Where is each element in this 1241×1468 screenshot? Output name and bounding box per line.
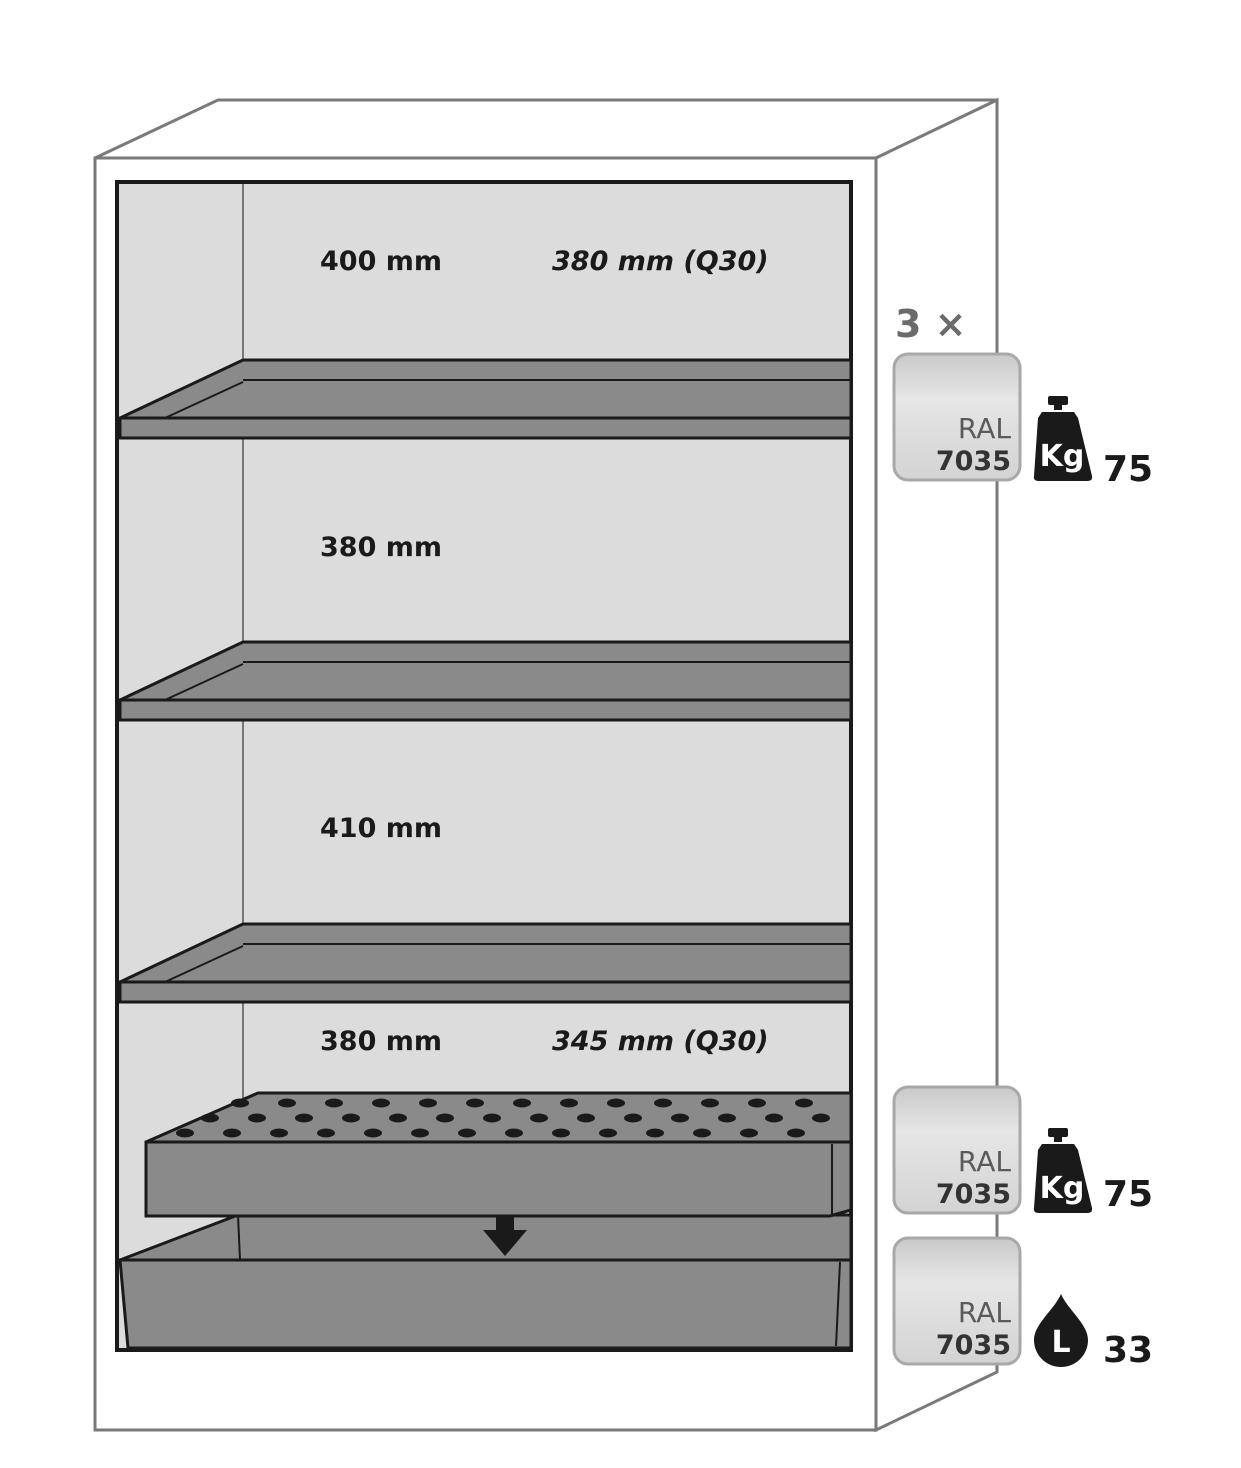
perforation-hole (231, 1098, 249, 1108)
insert-holes (176, 1098, 830, 1138)
shelf (118, 922, 853, 1004)
perforation-hole (483, 1113, 501, 1123)
perforation-hole (389, 1113, 407, 1123)
compartment-1-height-q30: 380 mm (Q30) (552, 246, 769, 277)
accessory-insert: RAL 7035 Kg 75 (892, 1085, 1153, 1215)
perforation-hole (624, 1113, 642, 1123)
perforation-hole (748, 1098, 766, 1108)
compartment-4-height-q30: 345 mm (Q30) (552, 1026, 769, 1057)
perforation-hole (513, 1098, 531, 1108)
bottom-sump (118, 1213, 853, 1350)
perforation-hole (505, 1128, 523, 1138)
accessory-sump: RAL 7035 L 33 (892, 1236, 1153, 1371)
perforation-hole (701, 1098, 719, 1108)
perforation-hole (552, 1128, 570, 1138)
ral-label: RAL (958, 412, 1011, 445)
perforation-hole (466, 1098, 484, 1108)
perforation-hole (693, 1128, 711, 1138)
sump-capacity-value: 33 (1103, 1330, 1153, 1371)
liquid-liter-label: L (1051, 1325, 1070, 1360)
weight-kg-label: Kg (1040, 439, 1085, 474)
load-capacity-value: 75 (1103, 1174, 1153, 1215)
perforation-hole (530, 1113, 548, 1123)
perforation-hole (436, 1113, 454, 1123)
perforation-hole (646, 1128, 664, 1138)
liquid-drop-icon: L (1034, 1294, 1088, 1367)
perforation-hole (560, 1098, 578, 1108)
ral-code: 7035 (936, 1179, 1011, 1210)
compartment-4-height: 380 mm (320, 1026, 442, 1057)
ral-label: RAL (958, 1296, 1011, 1329)
perforation-hole (787, 1128, 805, 1138)
ral-code: 7035 (936, 1330, 1011, 1361)
perforation-hole (599, 1128, 617, 1138)
compartment-3-height: 410 mm (320, 813, 442, 844)
perforation-hole (654, 1098, 672, 1108)
compartment-2-height: 380 mm (320, 532, 442, 563)
weight-kg-label: Kg (1040, 1171, 1085, 1206)
perforation-hole (419, 1098, 437, 1108)
compartment-1-height: 400 mm (320, 246, 442, 277)
perforation-hole (577, 1113, 595, 1123)
perforation-hole (342, 1113, 360, 1123)
perforation-hole (740, 1128, 758, 1138)
perforation-hole (278, 1098, 296, 1108)
perforation-hole (372, 1098, 390, 1108)
ral-swatch: RAL 7035 (892, 352, 1022, 482)
perforation-hole (411, 1128, 429, 1138)
perforated-insert (144, 1091, 853, 1218)
weight-kg-icon: Kg (1033, 396, 1093, 481)
perforation-hole (364, 1128, 382, 1138)
perforation-hole (201, 1113, 219, 1123)
perforation-hole (248, 1113, 266, 1123)
perforation-hole (223, 1128, 241, 1138)
shelf-count: 3 × (895, 302, 967, 346)
down-arrow-icon (483, 1216, 527, 1256)
perforation-hole (295, 1113, 313, 1123)
ral-swatch: RAL 7035 (892, 1236, 1022, 1366)
ral-label: RAL (958, 1145, 1011, 1178)
shelf (118, 640, 853, 722)
perforation-hole (607, 1098, 625, 1108)
ral-swatch: RAL 7035 (892, 1085, 1022, 1215)
perforation-hole (176, 1128, 194, 1138)
weight-kg-icon: Kg (1033, 1128, 1093, 1213)
load-capacity-value: 75 (1103, 449, 1153, 490)
perforation-hole (458, 1128, 476, 1138)
perforation-hole (317, 1128, 335, 1138)
shelf (118, 358, 853, 440)
perforation-hole (671, 1113, 689, 1123)
perforation-hole (270, 1128, 288, 1138)
perforation-hole (795, 1098, 813, 1108)
ral-code: 7035 (936, 446, 1011, 477)
perforation-hole (765, 1113, 783, 1123)
accessory-shelf: RAL 7035 Kg 75 (892, 352, 1153, 490)
perforation-hole (718, 1113, 736, 1123)
perforation-hole (325, 1098, 343, 1108)
perforation-hole (812, 1113, 830, 1123)
